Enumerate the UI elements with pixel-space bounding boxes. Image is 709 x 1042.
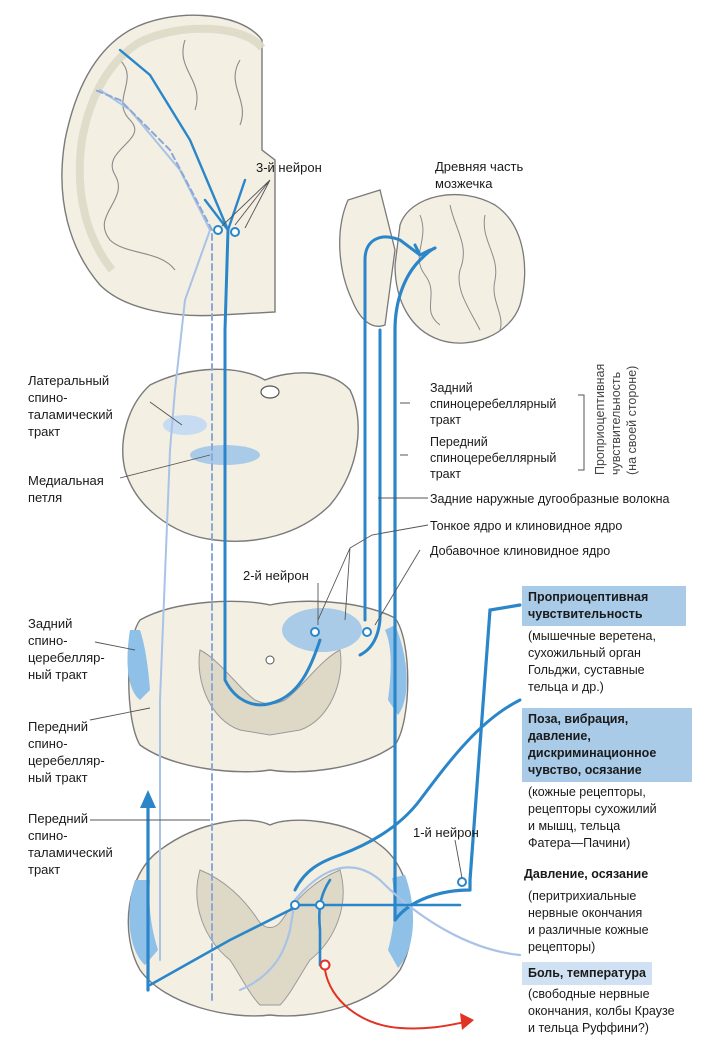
- pressure-touch-fiber: [238, 866, 522, 992]
- posterior-spc-left-label: Задний спино- церебелляр- ный тракт: [28, 616, 105, 682]
- cerebellum-body: [394, 193, 526, 344]
- upper-cord-section: [127, 600, 409, 773]
- grey-matter-band: [75, 24, 266, 273]
- neuron3-cell-b: [230, 227, 240, 237]
- anterior-spinothalamic-label: Передний спино- таламический тракт: [28, 811, 113, 877]
- upper-cord-dorsal-columns: [282, 608, 362, 652]
- accessory-cuneate-label: Добавочное клиновидное ядро: [430, 544, 611, 558]
- pain-cell: [319, 959, 331, 971]
- upper-cord-canal: [265, 655, 275, 665]
- brainstem-upper: [339, 189, 396, 327]
- ancient-cerebellum-label: Древняя часть мозжечка: [435, 159, 524, 191]
- medulla-canal: [260, 385, 280, 399]
- thalamocortical-fiber: [118, 48, 247, 232]
- upper-cord-grey-matter: [198, 649, 342, 736]
- dorsal-column-fiber: [293, 328, 522, 892]
- pressure-desc: (перитрихиальные нервные окончания и раз…: [528, 889, 649, 954]
- lateral-spinothalamic-fiber: [99, 89, 212, 961]
- pain-arrow-line: [324, 969, 466, 1030]
- proprio-vertical-note: Проприоцептивная чувствительность (на св…: [593, 363, 639, 475]
- pain-desc: (свободные нервные окончания, колбы Крау…: [528, 987, 675, 1035]
- upper-cord-outline: [128, 600, 409, 773]
- gracile-cuneate-label: Тонкое ядро и клиновидное ядро: [430, 519, 623, 533]
- external-arcuate-fibers-label: Задние наружные дугообразные волокна: [430, 492, 670, 506]
- neuron3-label: 3-й нейрон: [256, 160, 322, 175]
- neuron-cells: [213, 225, 467, 971]
- upper-cord-posterior-tract-left: [127, 630, 150, 700]
- neuron3-cell-a: [213, 225, 223, 235]
- dorsal-horn-cell-b: [315, 900, 325, 910]
- proprio-title-box: Проприоцептивная чувствительность: [522, 586, 686, 626]
- anterior-spc-left-label: Передний спино- церебелляр- ный тракт: [28, 719, 105, 785]
- leader-lines: [89, 179, 463, 879]
- neuron2-cell: [310, 627, 320, 637]
- pain-arrowhead-icon: [460, 1013, 474, 1030]
- lower-cord-lateral-tract-left: [129, 880, 158, 965]
- posture-desc: (кожные рецепторы, рецепторы сухожилий и…: [528, 785, 657, 850]
- neuron1-label: 1-й нейрон: [413, 825, 479, 840]
- pressure-title: Давление, осязание: [524, 867, 649, 881]
- neuron2-label: 2-й нейрон: [243, 568, 309, 583]
- posterior-spinocerebellar-fiber: [393, 246, 522, 922]
- lateral-spinothalamic-area: [163, 415, 207, 435]
- lateral-spinothalamic-label: Латеральный спино- таламический тракт: [28, 373, 113, 439]
- dorsal-horn-cell-a: [290, 900, 300, 910]
- cerebral-hemisphere: [61, 14, 276, 317]
- pain-title-box: Боль, температура: [522, 962, 652, 985]
- pathway-lines: [94, 48, 522, 1001]
- medial-lemniscus-fiber: [223, 228, 322, 707]
- brain-section: [61, 14, 276, 317]
- medulla-section: [122, 368, 359, 542]
- proprio-bracket: [578, 394, 585, 471]
- anterior-spinocerebellar-tract-label: Передний спиноцеребеллярный тракт: [430, 435, 557, 481]
- cerebellum: [339, 189, 526, 344]
- neuron1-cell: [457, 877, 467, 887]
- anterior-spinothalamic-fiber: [94, 89, 213, 1001]
- posterior-spinocerebellar-tract-label: Задний спиноцеребеллярный тракт: [430, 381, 557, 427]
- cerebellar-input-fiber: [363, 235, 432, 622]
- posture-title-box: Поза, вибрация, давление, дискриминацион…: [522, 708, 692, 782]
- lower-cord-section: [127, 819, 414, 1017]
- ascending-arrowhead-icon: [140, 790, 156, 808]
- proprio-desc: (мышечные веретена, сухожильный орган Го…: [528, 629, 656, 694]
- medial-lemniscus-label: Медиальная петля: [28, 473, 104, 505]
- accessory-cuneate-cell: [362, 627, 372, 637]
- cerebellum-folia: [418, 204, 502, 331]
